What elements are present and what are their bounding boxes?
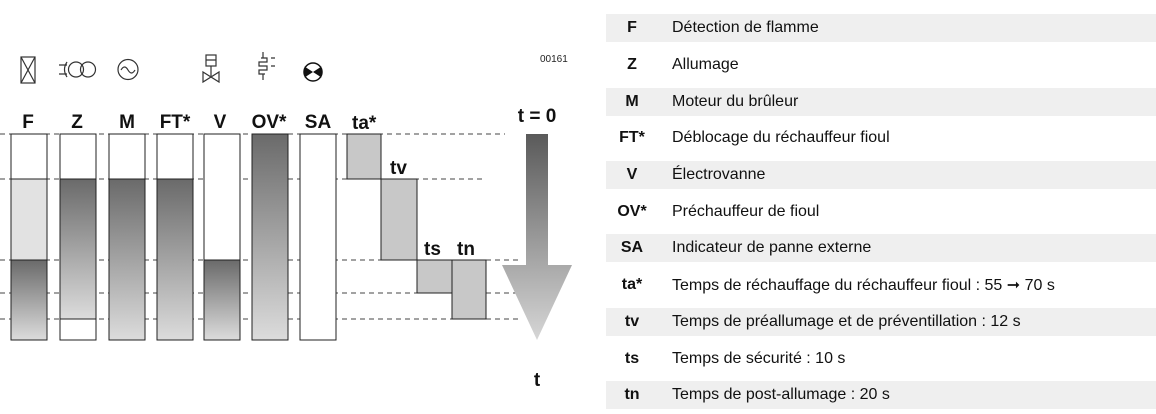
legend-text: Temps de réchauffage du réchauffeur fiou… [672, 277, 1055, 294]
column-v [203, 133, 241, 341]
legend-row: V Électrovanne [606, 161, 1156, 189]
solenoid-valve-icon [202, 54, 220, 84]
column-label-f: F [22, 112, 34, 133]
legend-row: ts Temps de sécurité : 10 s [606, 345, 1156, 373]
reference-code: 00161 [540, 54, 568, 65]
legend: F Détection de flamme Z Allumage M Moteu… [606, 0, 1156, 414]
column-label-ft: FT* [160, 112, 191, 133]
phase-label-ts: ts [424, 239, 441, 260]
legend-row: ta* Temps de réchauffage du réchauffeur … [606, 271, 1156, 299]
time-arrow [502, 134, 572, 340]
ignition-icon [59, 61, 97, 78]
column-label-m: M [119, 112, 135, 133]
phase-labels: ta* tv ts tn [352, 113, 475, 260]
legend-text: Électrovanne [672, 166, 766, 183]
column-label-z: Z [71, 112, 83, 133]
column-ft [156, 133, 194, 341]
legend-text: Détection de flamme [672, 19, 819, 36]
legend-key: FT* [619, 129, 645, 146]
legend-key: OV* [617, 203, 647, 220]
legend-row: tn Temps de post-allumage : 20 s [606, 381, 1156, 409]
flame-detector-icon [20, 56, 36, 84]
phase-block-ts [416, 259, 453, 294]
time-end-label: t [534, 370, 541, 391]
sequence-diagram: 00161 F Z M FT* V OV* SA [0, 52, 572, 391]
column-z [59, 133, 97, 341]
phase-label-tv: tv [390, 158, 407, 179]
legend-text: Déblocage du réchauffeur fioul [672, 129, 890, 146]
legend-row: FT* Déblocage du réchauffeur fioul [606, 124, 1156, 152]
column-label-v: V [214, 112, 227, 133]
legend-key: ts [624, 350, 640, 367]
legend-row: Z Allumage [606, 51, 1156, 79]
phase-label-ta: ta* [352, 113, 377, 134]
legend-text: Moteur du brûleur [672, 93, 799, 110]
legend-key: V [626, 166, 638, 183]
phase-label-tn: tn [457, 239, 475, 260]
legend-row: M Moteur du brûleur [606, 88, 1156, 116]
legend-key: SA [620, 239, 644, 256]
legend-text: Temps de post-allumage : 20 s [672, 386, 890, 403]
column-label-sa: SA [305, 112, 332, 133]
phase-block-tv [380, 178, 418, 261]
phase-block-tn [451, 259, 487, 320]
legend-text: Allumage [672, 56, 739, 73]
legend-row: OV* Préchauffeur de fioul [606, 198, 1156, 226]
legend-key: M [625, 93, 639, 110]
column-sa [299, 133, 337, 341]
column-label-ov: OV* [252, 112, 287, 133]
legend-text: Temps de sécurité : 10 s [672, 350, 846, 367]
legend-key: tn [624, 386, 640, 403]
legend-key: tv [624, 313, 640, 330]
oil-preheater-icon [258, 52, 275, 80]
legend-row: SA Indicateur de panne externe [606, 234, 1156, 262]
fault-lamp-icon [303, 62, 323, 82]
column-f [10, 133, 48, 341]
column-ov [251, 133, 289, 341]
legend-text: Indicateur de panne externe [672, 239, 872, 256]
phase-blocks [346, 133, 487, 320]
motor-icon [117, 58, 139, 81]
time-start-label: t = 0 [518, 106, 557, 127]
column-labels: F Z M FT* V OV* SA [22, 112, 331, 133]
legend-text: Préchauffeur de fioul [672, 203, 820, 220]
legend-key: ta* [621, 276, 643, 293]
legend-row: tv Temps de préallumage et de préventill… [606, 308, 1156, 336]
phase-block-ta [346, 133, 382, 180]
column-m [108, 133, 146, 341]
legend-text: Temps de préallumage et de préventillati… [672, 313, 1021, 330]
legend-row: F Détection de flamme [606, 14, 1156, 42]
legend-key: Z [627, 56, 637, 73]
legend-key: F [627, 19, 637, 36]
